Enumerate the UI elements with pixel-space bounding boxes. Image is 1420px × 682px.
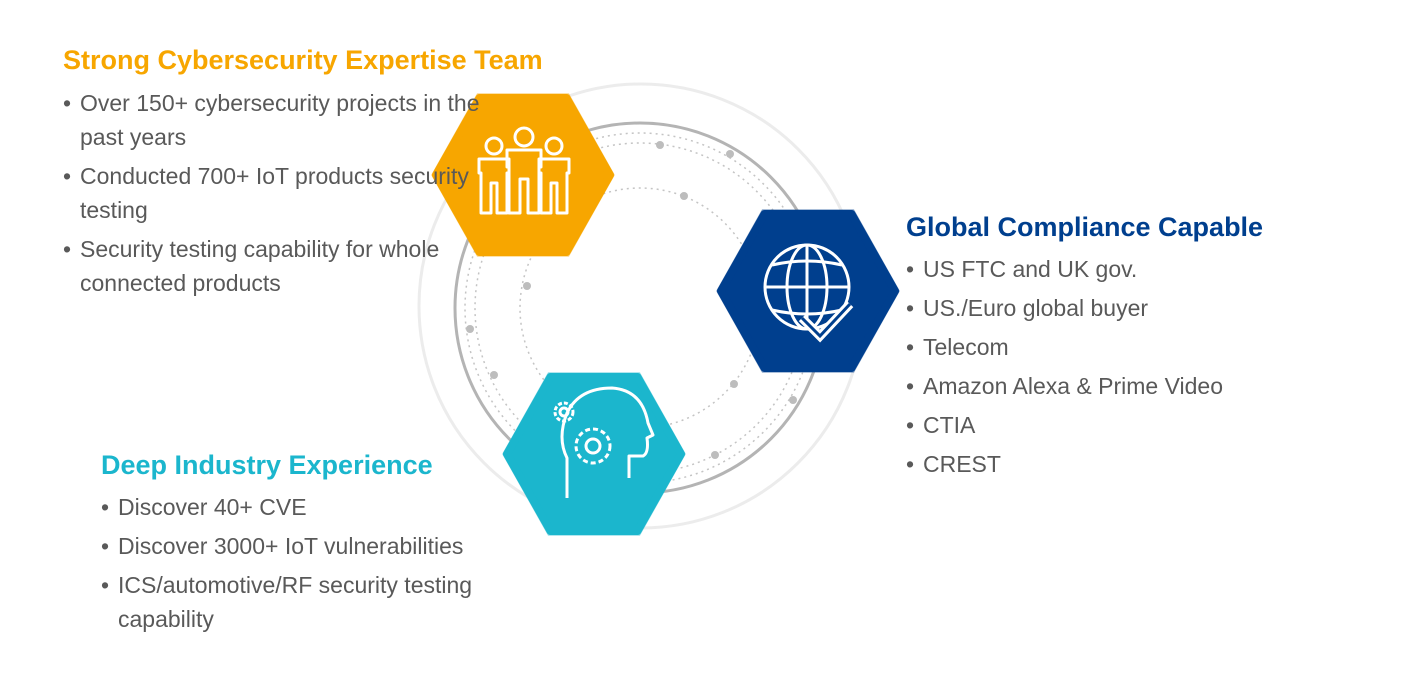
list-item: CTIA <box>906 408 1326 442</box>
section-title-industry: Deep Industry Experience <box>101 450 433 480</box>
list-item: CREST <box>906 447 1326 481</box>
bullet-list-industry: Discover 40+ CVE Discover 3000+ IoT vuln… <box>101 490 531 641</box>
section-title-expertise: Strong Cybersecurity Expertise Team <box>63 45 543 75</box>
list-item: Security testing capability for whole co… <box>63 232 483 300</box>
list-item: US FTC and UK gov. <box>906 252 1326 286</box>
ring-dots <box>466 141 797 459</box>
bullet-list-expertise: Over 150+ cybersecurity projects in the … <box>63 86 483 305</box>
globe-check-icon <box>763 243 854 343</box>
bullet-list-compliance: US FTC and UK gov. US./Euro global buyer… <box>906 252 1326 486</box>
list-item: Over 150+ cybersecurity projects in the … <box>63 86 483 154</box>
section-title-compliance: Global Compliance Capable <box>906 212 1264 242</box>
head-gears-icon <box>553 386 655 498</box>
list-item: US./Euro global buyer <box>906 291 1326 325</box>
list-item: Amazon Alexa & Prime Video <box>906 369 1326 403</box>
list-item: ICS/automotive/RF security testing capab… <box>101 568 531 636</box>
list-item: Discover 3000+ IoT vulnerabilities <box>101 529 531 563</box>
list-item: Discover 40+ CVE <box>101 490 531 524</box>
list-item: Telecom <box>906 330 1326 364</box>
list-item: Conducted 700+ IoT products security tes… <box>63 159 483 227</box>
